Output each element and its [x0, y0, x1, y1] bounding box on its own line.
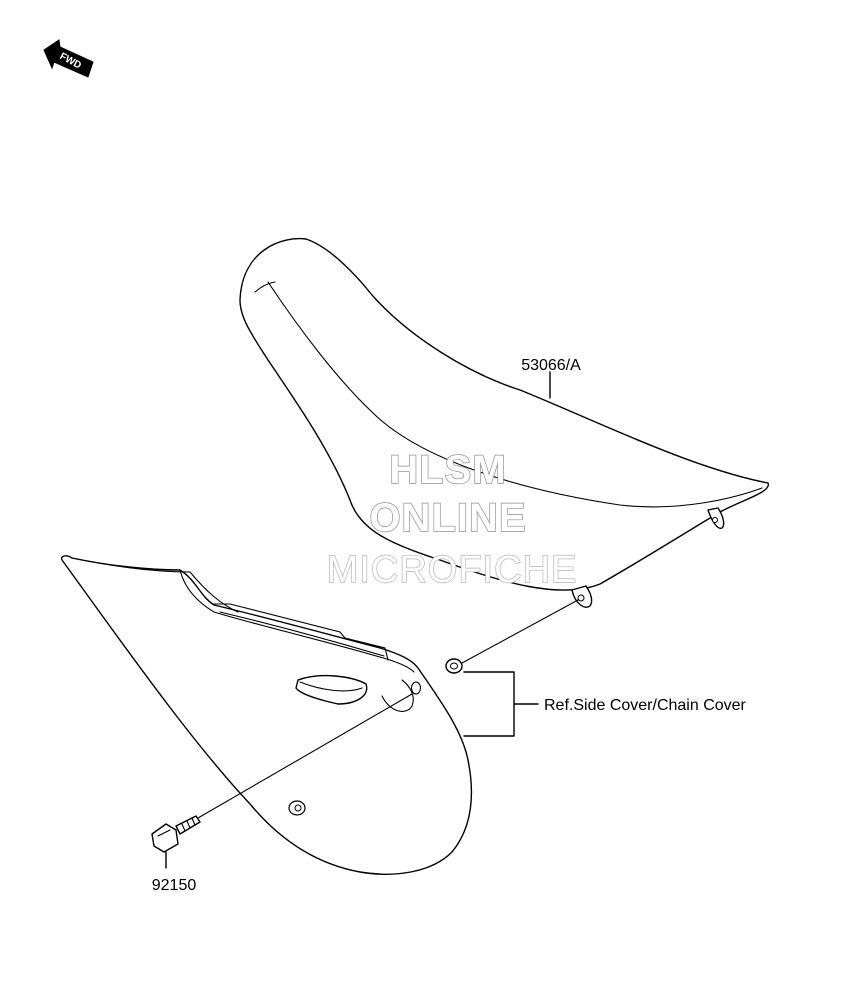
reference-label: Ref.Side Cover/Chain Cover: [544, 697, 747, 714]
watermark-line-3: MICROFICHE: [327, 549, 578, 591]
assembly-line-lower: [197, 693, 413, 819]
side-cover-slot-inner: [299, 681, 363, 692]
seat-side-tab-hole: [577, 594, 585, 602]
side-cover-ridge: [179, 569, 415, 673]
seat-front-edge: [254, 281, 276, 293]
side-cover-part: [60, 555, 473, 875]
side-cover-inner-ridge: [219, 611, 385, 657]
bolt-shank: [175, 815, 201, 835]
seat-part-number: 53066/A: [521, 357, 581, 374]
bolt-part-number: 92150: [152, 877, 197, 894]
side-cover-top-edge: [71, 557, 239, 613]
collar-part: [445, 658, 463, 674]
reference-bracket: Ref.Side Cover/Chain Cover: [463, 671, 747, 737]
bolt-part: 92150: [151, 815, 201, 894]
watermark-line-1: HLSM: [389, 448, 506, 492]
arrow-icon: [43, 39, 94, 78]
fwd-direction-arrow: FWD: [43, 39, 94, 78]
assembly-line-upper: [461, 599, 579, 664]
side-cover-body: [60, 555, 473, 875]
watermark-line-2: ONLINE: [369, 496, 526, 540]
watermark: HLSM ONLINE MICROFICHE: [326, 447, 578, 591]
bolt-thread: [181, 817, 196, 832]
seat-rear-tab-hole: [712, 517, 718, 523]
bolt-head: [151, 823, 179, 853]
side-cover-grommet-hole: [410, 681, 422, 695]
bolt-head-facet: [157, 829, 171, 837]
reference-bracket-lines: [463, 671, 515, 737]
seat-upholstery-seam: [267, 281, 763, 508]
seat-part: [239, 237, 769, 608]
side-cover-bolt-hole-inner: [294, 804, 302, 812]
side-cover-ridge-step: [213, 603, 389, 661]
collar-inner: [450, 662, 458, 670]
